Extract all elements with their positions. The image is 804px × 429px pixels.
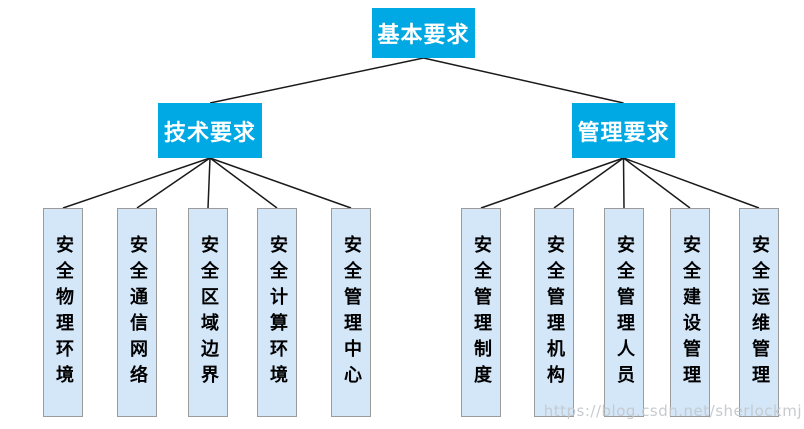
leaf-label: 安全管理机构 [544, 234, 565, 391]
leaf-label: 安全管理制度 [471, 234, 492, 391]
node-basic-requirements: 基本要求 [372, 8, 475, 58]
leaf-label: 安全管理中心 [341, 234, 362, 391]
leaf-security-communication-network: 安全通信网络 [117, 208, 157, 417]
node-technical-requirements: 技术要求 [158, 103, 262, 158]
leaf-label: 安全计算环境 [267, 234, 288, 391]
leaf-security-area-boundary: 安全区域边界 [188, 208, 228, 417]
leaf-security-management-organization: 安全管理机构 [534, 208, 574, 417]
leaf-label: 安全管理人员 [614, 234, 635, 391]
leaf-security-management-personnel: 安全管理人员 [604, 208, 644, 417]
leaf-label: 安全建设管理 [680, 234, 701, 391]
leaf-security-computing-environment: 安全计算环境 [257, 208, 297, 417]
leaf-security-operations-management: 安全运维管理 [739, 208, 779, 417]
leaf-security-physical-environment: 安全物理环境 [43, 208, 83, 417]
node-management-requirements: 管理要求 [572, 103, 675, 158]
leaf-label: 安全物理环境 [53, 234, 74, 391]
leaf-security-management-center: 安全管理中心 [331, 208, 371, 417]
leaf-label: 安全通信网络 [127, 234, 148, 391]
watermark: https://blog.csdn.net/sherlockmj [543, 402, 802, 420]
leaf-security-construction-management: 安全建设管理 [670, 208, 710, 417]
leaf-label: 安全区域边界 [198, 234, 219, 391]
leaf-label: 安全运维管理 [749, 234, 770, 391]
leaf-security-management-system: 安全管理制度 [461, 208, 501, 417]
